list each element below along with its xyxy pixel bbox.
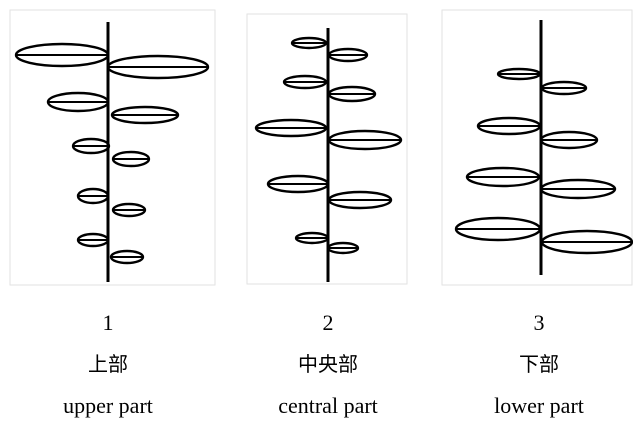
panel-lower-part-frame (441, 9, 633, 286)
leaf (327, 129, 403, 151)
leaf (266, 174, 330, 194)
english-label: lower part (494, 393, 584, 418)
leaf (326, 241, 360, 255)
english-label: upper part (63, 393, 153, 418)
leaf (46, 91, 110, 113)
english-label: central part (278, 393, 378, 418)
leaf (109, 249, 145, 265)
leaf (76, 187, 110, 205)
chinese-label: 中央部 (298, 352, 358, 376)
leaf (294, 231, 330, 245)
leaf (110, 105, 180, 125)
leaf (76, 232, 110, 248)
leaf (465, 166, 541, 188)
leaf (327, 85, 377, 103)
leaf (327, 47, 369, 63)
leaf (539, 130, 599, 150)
leaf (106, 54, 210, 80)
caption-lower-part: 3 下部 lower part (494, 310, 584, 418)
leaf (454, 216, 542, 242)
leaf (290, 36, 328, 50)
panel-lower-part (441, 9, 633, 286)
leaf (111, 150, 151, 168)
leaf (539, 178, 617, 200)
leaf (282, 74, 328, 90)
caption-central-part: 2 中央部 central part (278, 310, 378, 418)
chinese-label: 上部 (88, 352, 128, 376)
panel-upper-part-frame (9, 9, 216, 286)
panel-number: 2 (323, 310, 334, 335)
leaf (540, 80, 588, 96)
panel-number: 1 (103, 310, 114, 335)
panel-upper-part (9, 9, 216, 286)
leaf (254, 118, 328, 138)
chinese-label: 下部 (519, 352, 559, 376)
leaf (71, 137, 111, 155)
leaf (496, 67, 542, 81)
caption-upper-part: 1 上部 upper part (63, 310, 153, 418)
leaf (540, 229, 633, 255)
panel-central-part-leaves (254, 36, 403, 255)
panel-number: 3 (534, 310, 545, 335)
leaf (476, 116, 542, 136)
leaf (327, 190, 393, 210)
leaf (14, 42, 110, 68)
leaf (111, 202, 147, 218)
panel-lower-part-leaves (454, 67, 633, 255)
panel-central-part (246, 13, 408, 285)
panel-upper-part-leaves (14, 42, 210, 265)
